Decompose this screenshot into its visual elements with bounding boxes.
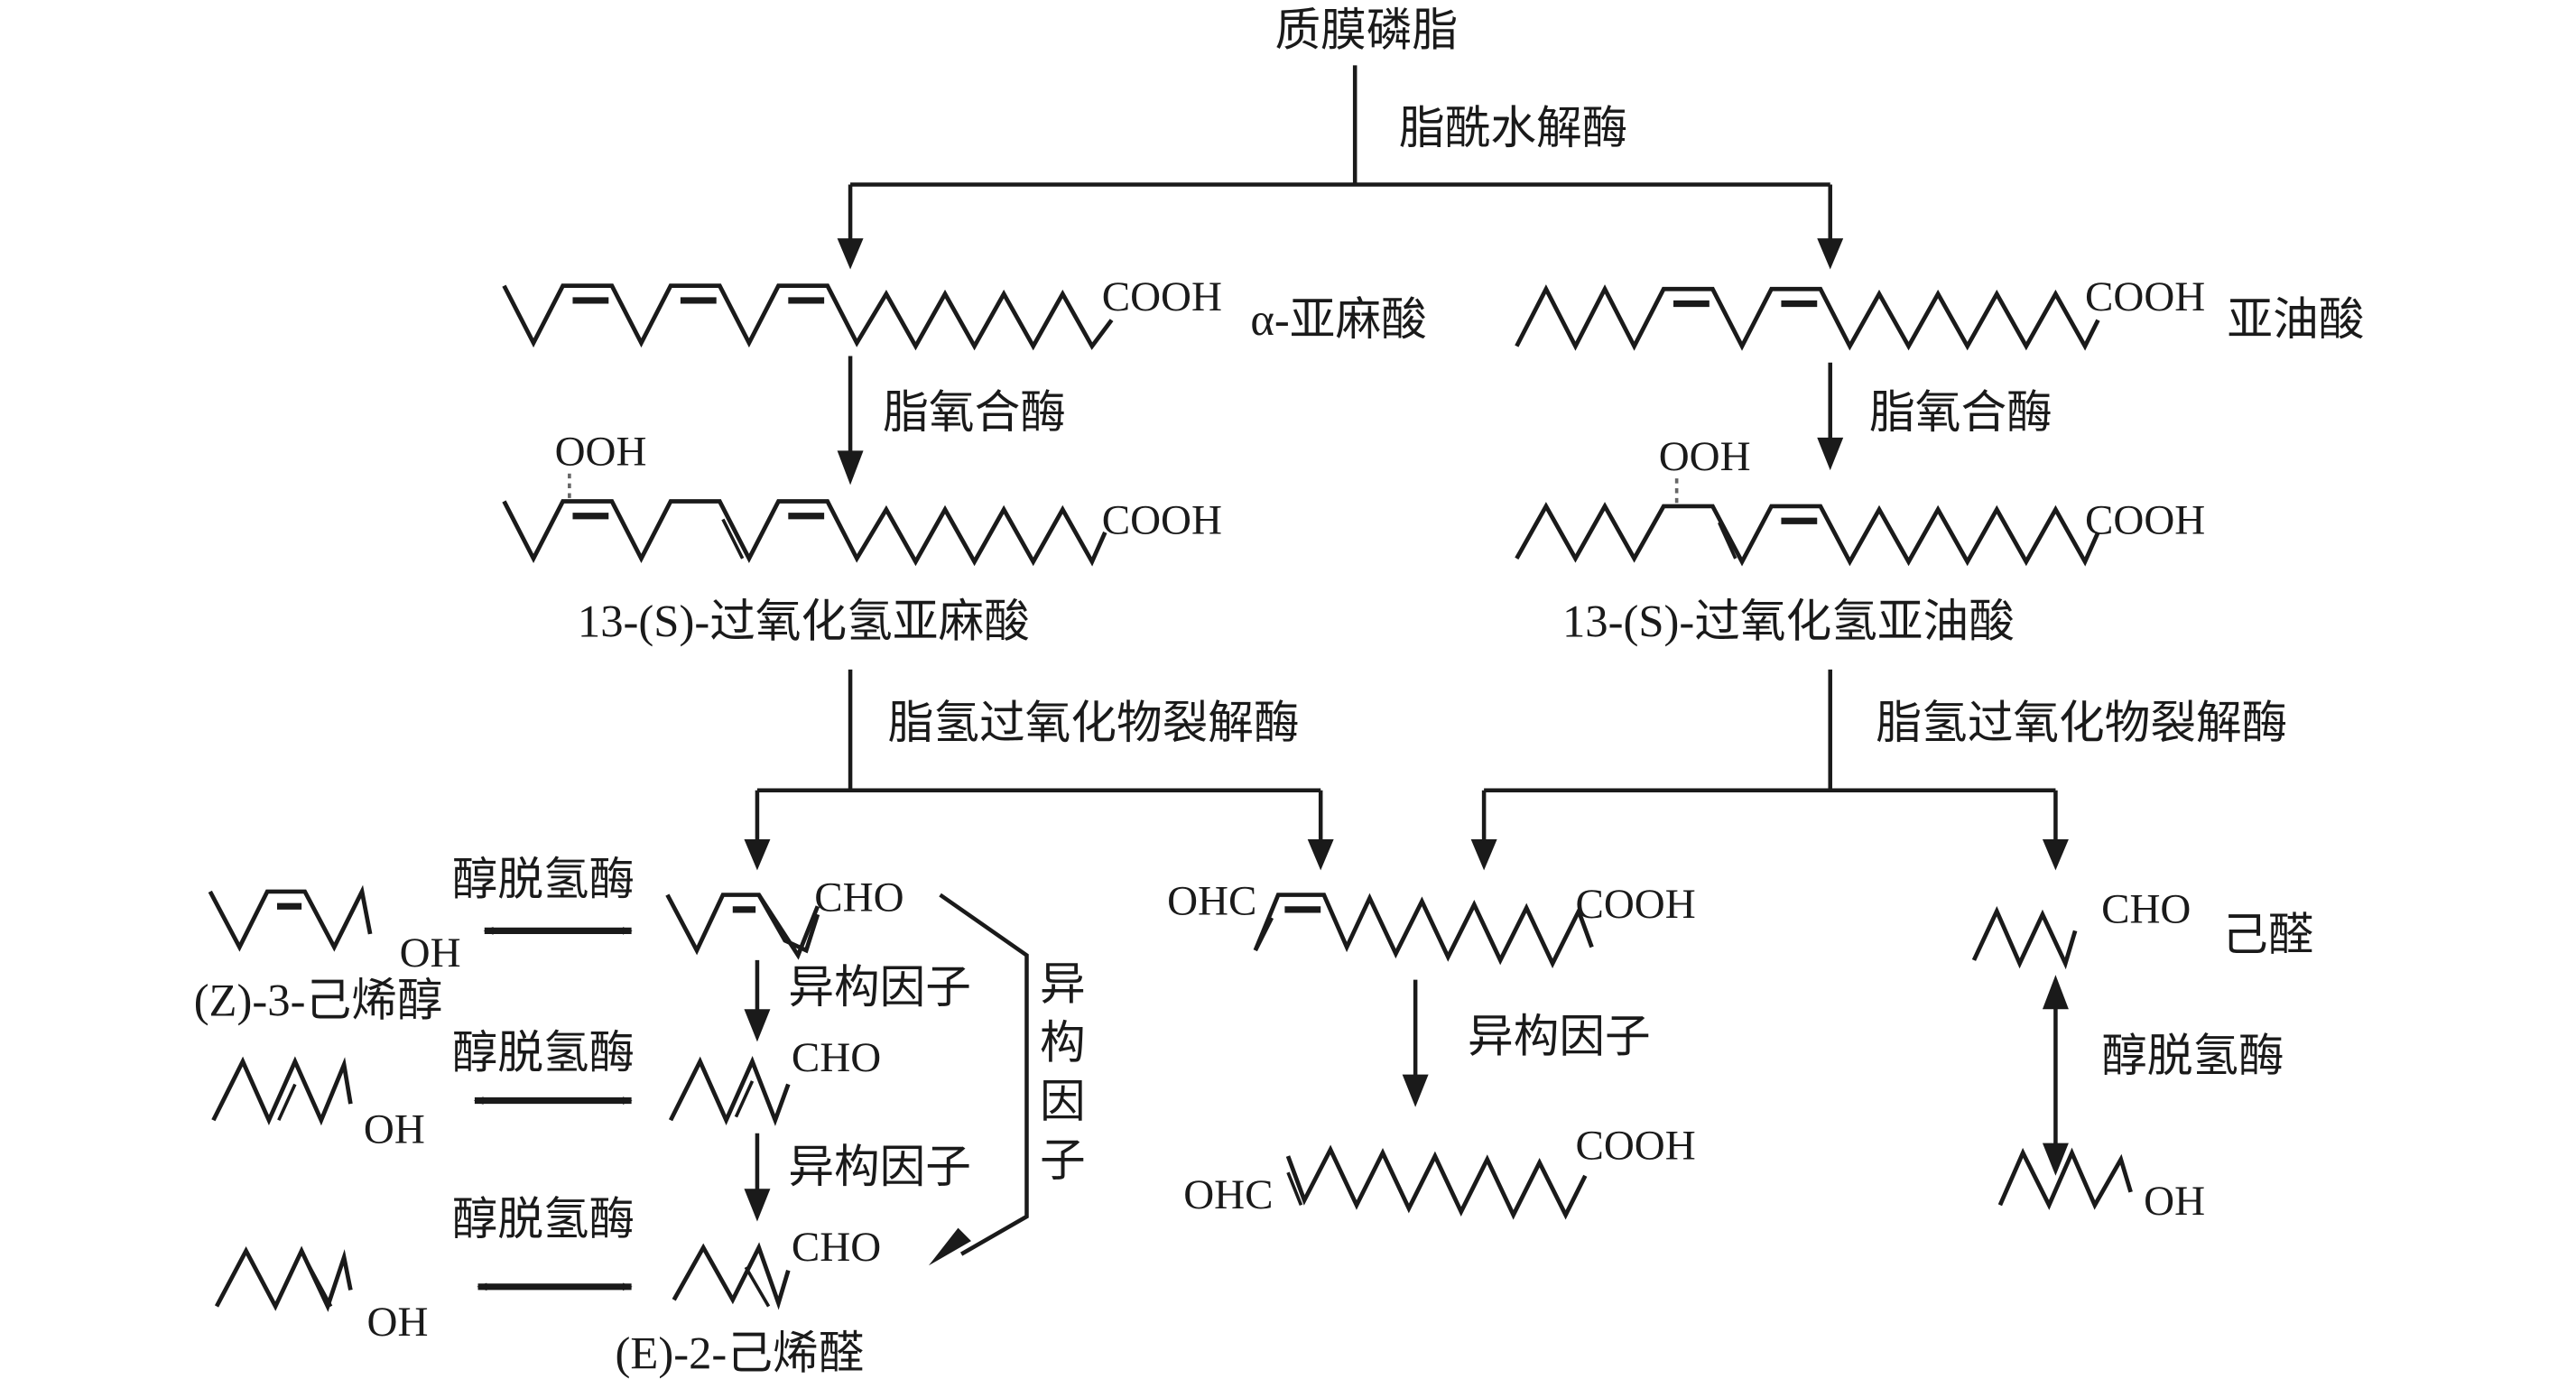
e2-hexenol-structure bbox=[214, 1245, 353, 1312]
enzyme-isomerase-1: 异构因子 bbox=[788, 962, 971, 1013]
enzyme-isomerase-mid: 异构因子 bbox=[1468, 1011, 1651, 1061]
e3-hexenol-oh: OH bbox=[364, 1106, 425, 1153]
alpha-linolenic-acid-label: α-亚麻酸 bbox=[1250, 294, 1426, 345]
arrow-to-oxo-acid bbox=[1307, 790, 1334, 871]
alpha-linolenic-cooh: COOH bbox=[1102, 273, 1222, 320]
enzyme-isomerase-vertical-2: 构 bbox=[1040, 1017, 1086, 1068]
hexanal-cho: CHO bbox=[2101, 885, 2191, 932]
enzyme-adh-3: 醇脱氢酶 bbox=[452, 1194, 635, 1245]
enzyme-lipoxygenase-left: 脂氧合酶 bbox=[883, 387, 1066, 438]
enzyme-adh-2: 醇脱氢酶 bbox=[452, 1027, 635, 1078]
linoleic-acid-label: 亚油酸 bbox=[2227, 294, 2364, 345]
e2-hexenal-cho: CHO bbox=[792, 1224, 881, 1271]
linoleic-cooh: COOH bbox=[2085, 273, 2205, 320]
enzyme-hpl-left: 脂氢过氧化物裂解酶 bbox=[888, 698, 1300, 748]
arrow-isomerase-1 bbox=[744, 959, 771, 1042]
arrow-to-alpha-linolenic bbox=[837, 184, 864, 270]
arrow-to-z3-hexenal bbox=[744, 790, 771, 871]
arrow-to-hexanal bbox=[2042, 790, 2069, 871]
oxo-acid-e-ohc: OHC bbox=[1183, 1171, 1273, 1218]
hpot-cooh: COOH bbox=[1102, 497, 1222, 544]
oxo-acid-e-structure bbox=[1285, 1144, 1588, 1220]
arrow-to-oxo-acid-right bbox=[1470, 790, 1497, 871]
oxo-acid-z-cooh: COOH bbox=[1575, 881, 1695, 928]
arrow-isomerase-mid bbox=[1402, 979, 1429, 1107]
hpod-structure bbox=[1515, 502, 2100, 567]
oxo-acid-z-structure bbox=[1253, 893, 1594, 968]
e3-hexenal-cho: CHO bbox=[792, 1034, 881, 1081]
enzyme-hpl-right: 脂氢过氧化物裂解酶 bbox=[1876, 698, 2287, 748]
z3-hexenol-structure bbox=[208, 884, 373, 952]
hexanal-structure bbox=[1971, 905, 2078, 970]
z3-hexenal-cho: CHO bbox=[814, 874, 903, 921]
hpot-structure bbox=[502, 499, 1107, 567]
z3-hexenol-label: (Z)-3-己烯醇 bbox=[194, 975, 443, 1025]
arrow-lipoxygenase-left bbox=[837, 356, 864, 486]
e3-hexenal-structure bbox=[668, 1056, 791, 1126]
enzyme-isomerase-vertical-3: 因 bbox=[1040, 1077, 1086, 1127]
arrow-to-linoleic bbox=[1817, 184, 1844, 270]
z3-hexenol-oh: OH bbox=[400, 930, 461, 976]
enzyme-adh-right: 醇脱氢酶 bbox=[2101, 1031, 2284, 1081]
arrow-isomerase-direct bbox=[928, 893, 1029, 1266]
phospholipid-label: 质膜磷脂 bbox=[1275, 5, 1459, 56]
e2-hexenol-oh: OH bbox=[366, 1299, 428, 1346]
arrow-lipoxygenase-right bbox=[1817, 362, 1844, 471]
oxo-acid-z-ohc: OHC bbox=[1167, 877, 1256, 924]
hexanol-oh: OH bbox=[2144, 1178, 2205, 1225]
e2-hexenal-structure bbox=[672, 1242, 791, 1310]
enzyme-adh-1: 醇脱氢酶 bbox=[452, 855, 635, 905]
arrow-isomerase-2 bbox=[744, 1133, 771, 1222]
hpod-ooh: OOH bbox=[1659, 433, 1751, 480]
alpha-linolenic-acid-structure bbox=[502, 283, 1114, 351]
hpot-ooh: OOH bbox=[555, 429, 647, 476]
hpod-cooh: COOH bbox=[2085, 497, 2205, 544]
z3-hexenal-structure bbox=[665, 893, 820, 960]
oxo-acid-e-cooh: COOH bbox=[1575, 1123, 1695, 1170]
enzyme-isomerase-2: 异构因子 bbox=[788, 1142, 971, 1192]
double-arrow-adh-right bbox=[2042, 975, 2069, 1176]
e2-hexenal-label: (E)-2-己烯醛 bbox=[616, 1328, 865, 1378]
e3-hexenol-structure bbox=[211, 1056, 353, 1126]
hexanol-structure bbox=[1997, 1147, 2133, 1210]
enzyme-isomerase-vertical-1: 异 bbox=[1040, 958, 1086, 1009]
hpod-label: 13-(S)-过氧化氢亚油酸 bbox=[1562, 597, 2015, 647]
linoleic-acid-structure bbox=[1515, 284, 2100, 351]
enzyme-isomerase-vertical-4: 子 bbox=[1040, 1135, 1086, 1186]
enzyme-lipoxygenase-right: 脂氧合酶 bbox=[1869, 387, 2052, 438]
hpot-label: 13-(S)-过氧化氢亚麻酸 bbox=[578, 597, 1030, 647]
enzyme-lipid-acyl-hydrolase: 脂酰水解酶 bbox=[1399, 103, 1627, 153]
hexanal-label: 己醛 bbox=[2222, 910, 2313, 960]
